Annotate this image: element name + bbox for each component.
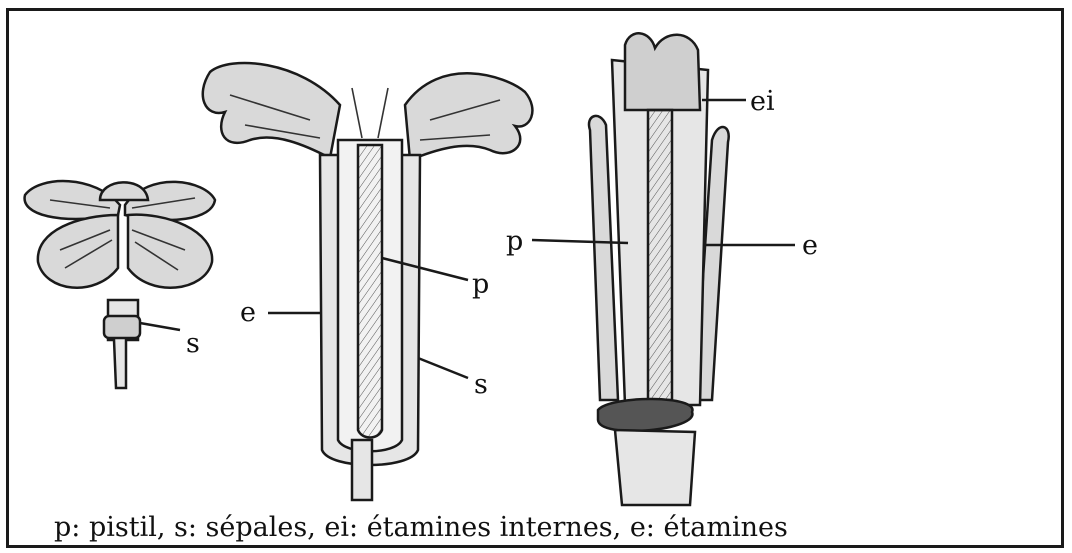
label-right-ei: ei [750, 86, 775, 117]
right-calyx-base [598, 399, 693, 431]
right-inner-stamens [625, 33, 700, 110]
middle-right-limb [405, 73, 532, 160]
right-flower [589, 33, 729, 505]
small-flower-calyx [104, 316, 140, 338]
right-p-leader [532, 240, 628, 243]
middle-pedicel [352, 440, 372, 500]
small-flower-stem [108, 300, 138, 388]
right-pedicel [615, 430, 695, 505]
small-s-leader [140, 323, 180, 330]
figure-caption: p: pistil, s: sépales, ei: étamines inte… [54, 508, 1064, 548]
right-pistil [648, 110, 672, 400]
label-right-p: p [506, 226, 523, 257]
label-middle-p: p [472, 269, 489, 300]
small-flower-lower-left-petal [38, 215, 118, 288]
middle-pistil [358, 145, 382, 438]
label-middle-e: e [240, 297, 256, 328]
small-flower-lower-right-petal [128, 215, 212, 288]
right-outer-stamen-left [589, 116, 618, 400]
label-small-s: s [186, 328, 200, 359]
label-middle-s: s [474, 369, 488, 400]
label-right-e: e [802, 230, 818, 261]
middle-left-limb [203, 63, 340, 158]
middle-s-leader [418, 358, 468, 378]
small-flower-top-petal [100, 182, 148, 200]
